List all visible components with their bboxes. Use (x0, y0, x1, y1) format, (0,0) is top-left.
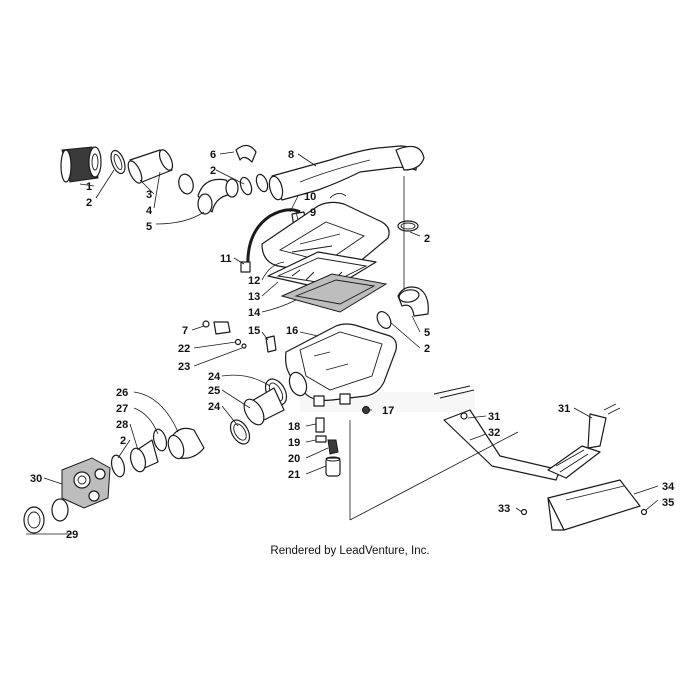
callout-30: 30 (30, 473, 42, 485)
callout-6: 6 (210, 149, 216, 161)
callout-1: 1 (86, 181, 92, 193)
callout-16: 16 (286, 325, 298, 337)
callout-35: 35 (662, 497, 674, 509)
callout-12: 12 (248, 275, 260, 287)
callout-5: 5 (146, 221, 152, 233)
callout-22: 22 (178, 343, 190, 355)
airbox-cover-part (261, 201, 390, 275)
throttle-elbow-part (167, 427, 205, 460)
bracket-part (433, 385, 621, 516)
callout-14: 14 (248, 307, 261, 319)
callout-2: 2 (86, 197, 92, 209)
right-elbow-part (397, 286, 429, 317)
callout-19: 19 (288, 437, 300, 449)
throttle-rings-part (23, 498, 69, 534)
adapter-tube-part (127, 149, 174, 184)
right-clamp-part (397, 220, 419, 232)
callout-33: 33 (498, 503, 510, 515)
air-filter-part (60, 146, 102, 183)
callout-2: 2 (424, 233, 430, 245)
lower-right-clamp-part (376, 311, 392, 329)
hose-clamp-part (110, 149, 126, 175)
boot-clamps-part (229, 378, 288, 445)
callout-20: 20 (288, 453, 300, 465)
callout-21: 21 (288, 469, 300, 481)
sensor-part (202, 320, 247, 349)
callout-34: 34 (662, 481, 675, 493)
callout-25: 25 (208, 385, 220, 397)
callout-9: 9 (310, 207, 316, 219)
callout-18: 18 (288, 421, 300, 433)
filter-panel-part (280, 273, 388, 313)
intake-elbow-part (178, 173, 239, 215)
callout-11: 11 (220, 253, 232, 265)
elbow-clamp-part (239, 173, 269, 196)
callout-31: 31 (558, 403, 570, 415)
callout-27: 27 (116, 403, 128, 415)
air-duct-part (547, 479, 648, 531)
callout-4: 4 (146, 205, 153, 217)
clip-part (235, 144, 257, 163)
drain-parts (315, 417, 341, 477)
coupler-part (110, 428, 168, 478)
throttle-body-part (61, 457, 111, 509)
callout-5: 5 (424, 327, 430, 339)
callout-24: 24 (208, 371, 221, 383)
callout-15: 15 (248, 325, 260, 337)
callout-labels: 1 2 3 4 5 6 2 8 10 9 2 11 12 13 14 7 15 … (30, 149, 675, 541)
callout-24: 24 (208, 401, 221, 413)
callout-2: 2 (424, 343, 430, 355)
callout-29: 29 (66, 529, 78, 541)
callout-23: 23 (178, 361, 190, 373)
credit-line: Rendered by LeadVenture, Inc. (270, 545, 430, 557)
callout-13: 13 (248, 291, 260, 303)
callout-28: 28 (116, 419, 128, 431)
callout-32: 32 (488, 427, 500, 439)
intake-duct-part (268, 145, 425, 201)
callout-31: 31 (488, 411, 500, 423)
small-clip-part (265, 335, 277, 353)
callout-8: 8 (288, 149, 294, 161)
callout-7: 7 (182, 325, 188, 337)
callout-17: 17 (382, 405, 394, 417)
callout-2: 2 (120, 435, 126, 447)
leader-lines (26, 151, 659, 535)
airbox-base-part (285, 323, 397, 407)
callout-10: 10 (304, 191, 316, 203)
callout-2: 2 (210, 165, 216, 177)
callout-26: 26 (116, 387, 128, 399)
callout-3: 3 (146, 189, 152, 201)
